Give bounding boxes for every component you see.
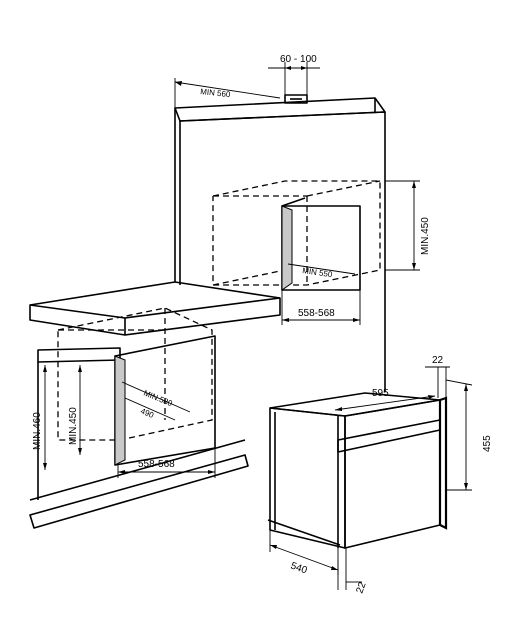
niche-bottom-left <box>212 269 286 286</box>
label-column-height: MIN.450 <box>420 217 431 255</box>
niche-side-shade <box>281 205 293 291</box>
column-cabinet <box>174 94 386 392</box>
countertop-right-top <box>124 297 281 319</box>
niche-back-top-right <box>306 180 381 197</box>
dim-oven-depth <box>269 530 339 575</box>
oven-side-face <box>269 407 346 549</box>
dim-under-height-outer <box>43 365 47 470</box>
label-top-gap: 60 - 100 <box>280 54 317 65</box>
label-under-height-outer: MIN.460 <box>32 412 43 450</box>
label-column-inner-depth: MIN 550 <box>302 266 334 279</box>
oven <box>267 392 448 549</box>
dim-oven-height <box>445 379 473 491</box>
countertop <box>29 281 281 336</box>
under-niche-back <box>57 307 213 441</box>
under-base-line <box>29 439 246 501</box>
under-plinth <box>29 454 249 529</box>
top-vent-opening <box>284 94 308 104</box>
countertop-front-top <box>29 304 126 319</box>
cabinet-top-front <box>179 111 386 122</box>
countertop-slab <box>29 281 281 336</box>
dim-under-width <box>117 448 216 478</box>
dim-oven-front-lip <box>337 548 362 590</box>
dim-under-height-inner <box>78 365 82 455</box>
label-column-width: 558-568 <box>298 308 335 319</box>
oven-bottom-edge <box>267 519 341 546</box>
label-oven-depth: 540 <box>289 560 309 576</box>
dim-top-gap <box>268 62 320 95</box>
dim-under-inner-depth <box>124 397 176 421</box>
under-top-rail <box>37 347 121 363</box>
dim-column-width <box>281 290 361 325</box>
dim-under-depth <box>121 381 191 413</box>
cabinet-top-face <box>174 97 386 122</box>
label-oven-top-lip: 22 <box>432 355 444 366</box>
oven-front-lip <box>438 396 448 530</box>
under-side-shade <box>114 355 126 466</box>
label-oven-width: 595 <box>372 388 389 399</box>
label-under-width: 558-568 <box>138 459 175 470</box>
label-under-depth: MIN.580 <box>142 389 174 409</box>
niche-back-outline <box>212 180 381 286</box>
label-top-min-depth: MIN 560 <box>200 87 232 99</box>
under-counter-unit <box>29 307 249 529</box>
label-oven-height: 455 <box>482 435 493 452</box>
dim-oven-top-lip <box>425 366 450 398</box>
label-under-inner-depth: 490 <box>139 407 155 421</box>
oven-control-band <box>337 419 441 453</box>
dim-column-height <box>385 180 420 271</box>
label-oven-front-lip: 22 <box>354 580 368 595</box>
dim-oven-width <box>334 395 436 411</box>
label-under-height-inner: MIN.450 <box>68 407 79 445</box>
dim-column-inner-depth <box>287 263 356 275</box>
dim-top-min-depth <box>174 78 281 108</box>
niche-top-depth <box>281 197 306 207</box>
